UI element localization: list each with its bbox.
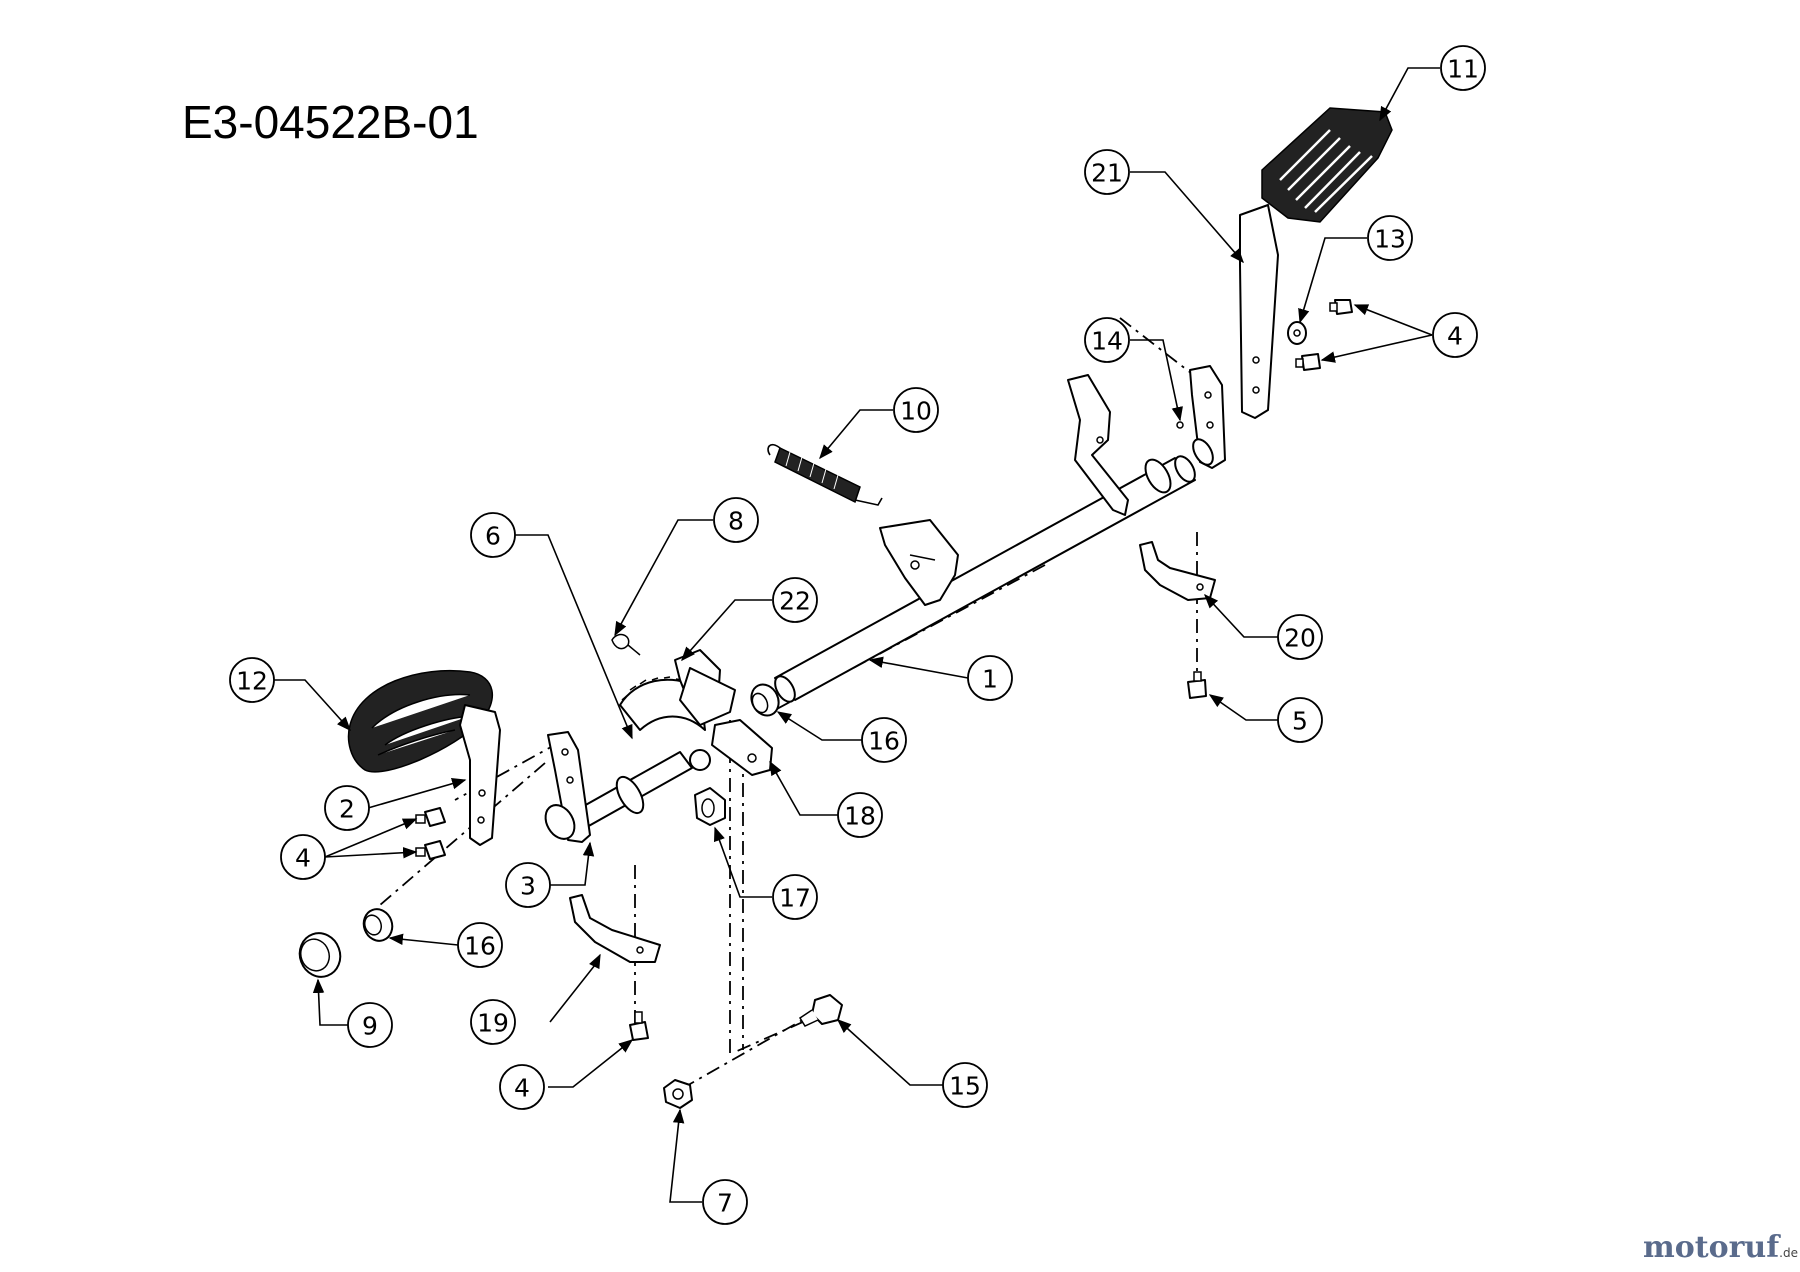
leader-lines (265, 67, 1440, 1203)
bolt-5 (1187, 671, 1207, 699)
watermark-brand: motoruf (1643, 1230, 1781, 1265)
bolt-4-bottom (629, 1011, 649, 1041)
callout-3: 3 (505, 862, 551, 908)
svg-text:15: 15 (949, 1072, 981, 1101)
callout-20: 20 (1277, 614, 1323, 660)
svg-text:4: 4 (514, 1074, 530, 1103)
svg-text:2: 2 (339, 795, 355, 824)
bushing-16-lower (362, 908, 394, 942)
svg-text:3: 3 (520, 872, 536, 901)
callout-10: 10 (893, 387, 939, 433)
nut-17 (694, 787, 726, 826)
svg-text:motoruf.de: motoruf.de (1643, 1230, 1798, 1265)
alignment-lines (379, 317, 1201, 1089)
callout-12: 12 (229, 657, 275, 703)
svg-text:4: 4 (295, 844, 311, 873)
watermark-logo: motoruf.de (1643, 1230, 1798, 1265)
callout-4-bottom: 4 (499, 1064, 545, 1110)
svg-text:7: 7 (717, 1189, 733, 1218)
callout-7: 7 (702, 1179, 748, 1225)
spring-10 (767, 443, 883, 506)
callout-9: 9 (347, 1002, 393, 1048)
svg-text:19: 19 (477, 1009, 509, 1038)
svg-text:13: 13 (1374, 225, 1406, 254)
callout-21: 21 (1084, 149, 1130, 195)
svg-text:6: 6 (485, 522, 501, 551)
bolt-4-left-lower (415, 840, 446, 860)
svg-text:10: 10 (900, 397, 932, 426)
callout-14: 14 (1084, 317, 1130, 363)
callout-11: 11 (1440, 45, 1486, 91)
watermark-suffix: .de (1779, 1246, 1798, 1260)
svg-text:16: 16 (464, 932, 496, 961)
left-plate-3 (544, 731, 591, 843)
callout-1: 1 (967, 655, 1013, 701)
pin-14 (1176, 421, 1184, 429)
bolt-4-right-lower (1295, 353, 1321, 371)
svg-text:21: 21 (1091, 159, 1123, 188)
svg-text:4: 4 (1447, 322, 1463, 351)
bolt-4-left-upper (415, 807, 446, 827)
callout-8: 8 (713, 497, 759, 543)
svg-text:8: 8 (728, 507, 744, 536)
bolt-4-right-upper (1329, 299, 1353, 315)
svg-text:1: 1 (982, 665, 998, 694)
callout-22: 22 (772, 577, 818, 623)
right-pedal-arm (1239, 204, 1279, 419)
center-bracket (879, 519, 959, 606)
callout-5: 5 (1277, 697, 1323, 743)
left-pedal-arm (459, 704, 501, 846)
svg-text:18: 18 (844, 802, 876, 831)
bolt-15 (798, 994, 843, 1027)
callout-17: 17 (772, 874, 818, 920)
callout-18: 18 (837, 792, 883, 838)
bracket-20 (1139, 541, 1216, 601)
svg-text:20: 20 (1284, 624, 1316, 653)
diagram-title: E3-04522B-01 (182, 96, 479, 148)
callout-6: 6 (470, 512, 516, 558)
nut-7 (663, 1079, 693, 1109)
callout-16-upper: 16 (861, 717, 907, 763)
svg-text:12: 12 (236, 667, 268, 696)
svg-text:16: 16 (868, 727, 900, 756)
bushing-16-upper (750, 683, 780, 717)
right-bracket (1067, 365, 1226, 516)
svg-text:14: 14 (1091, 327, 1123, 356)
callout-16-lower: 16 (457, 922, 503, 968)
cap-9 (298, 932, 342, 978)
washer-13 (1287, 321, 1307, 345)
svg-text:11: 11 (1447, 55, 1479, 84)
callout-19: 19 (470, 999, 516, 1045)
svg-text:9: 9 (362, 1012, 378, 1041)
callout-13: 13 (1367, 215, 1413, 261)
callout-2: 2 (324, 785, 370, 831)
callout-4-right: 4 (1432, 312, 1478, 358)
svg-text:17: 17 (779, 884, 811, 913)
callout-15: 15 (942, 1062, 988, 1108)
gear-assembly (611, 633, 773, 776)
svg-text:5: 5 (1292, 707, 1308, 736)
left-pedal-pad (347, 669, 494, 773)
bracket-19 (569, 894, 661, 963)
right-pedal-pad (1261, 107, 1393, 223)
callout-4-left: 4 (280, 834, 326, 880)
svg-text:22: 22 (779, 587, 811, 616)
main-shaft (554, 455, 1196, 837)
